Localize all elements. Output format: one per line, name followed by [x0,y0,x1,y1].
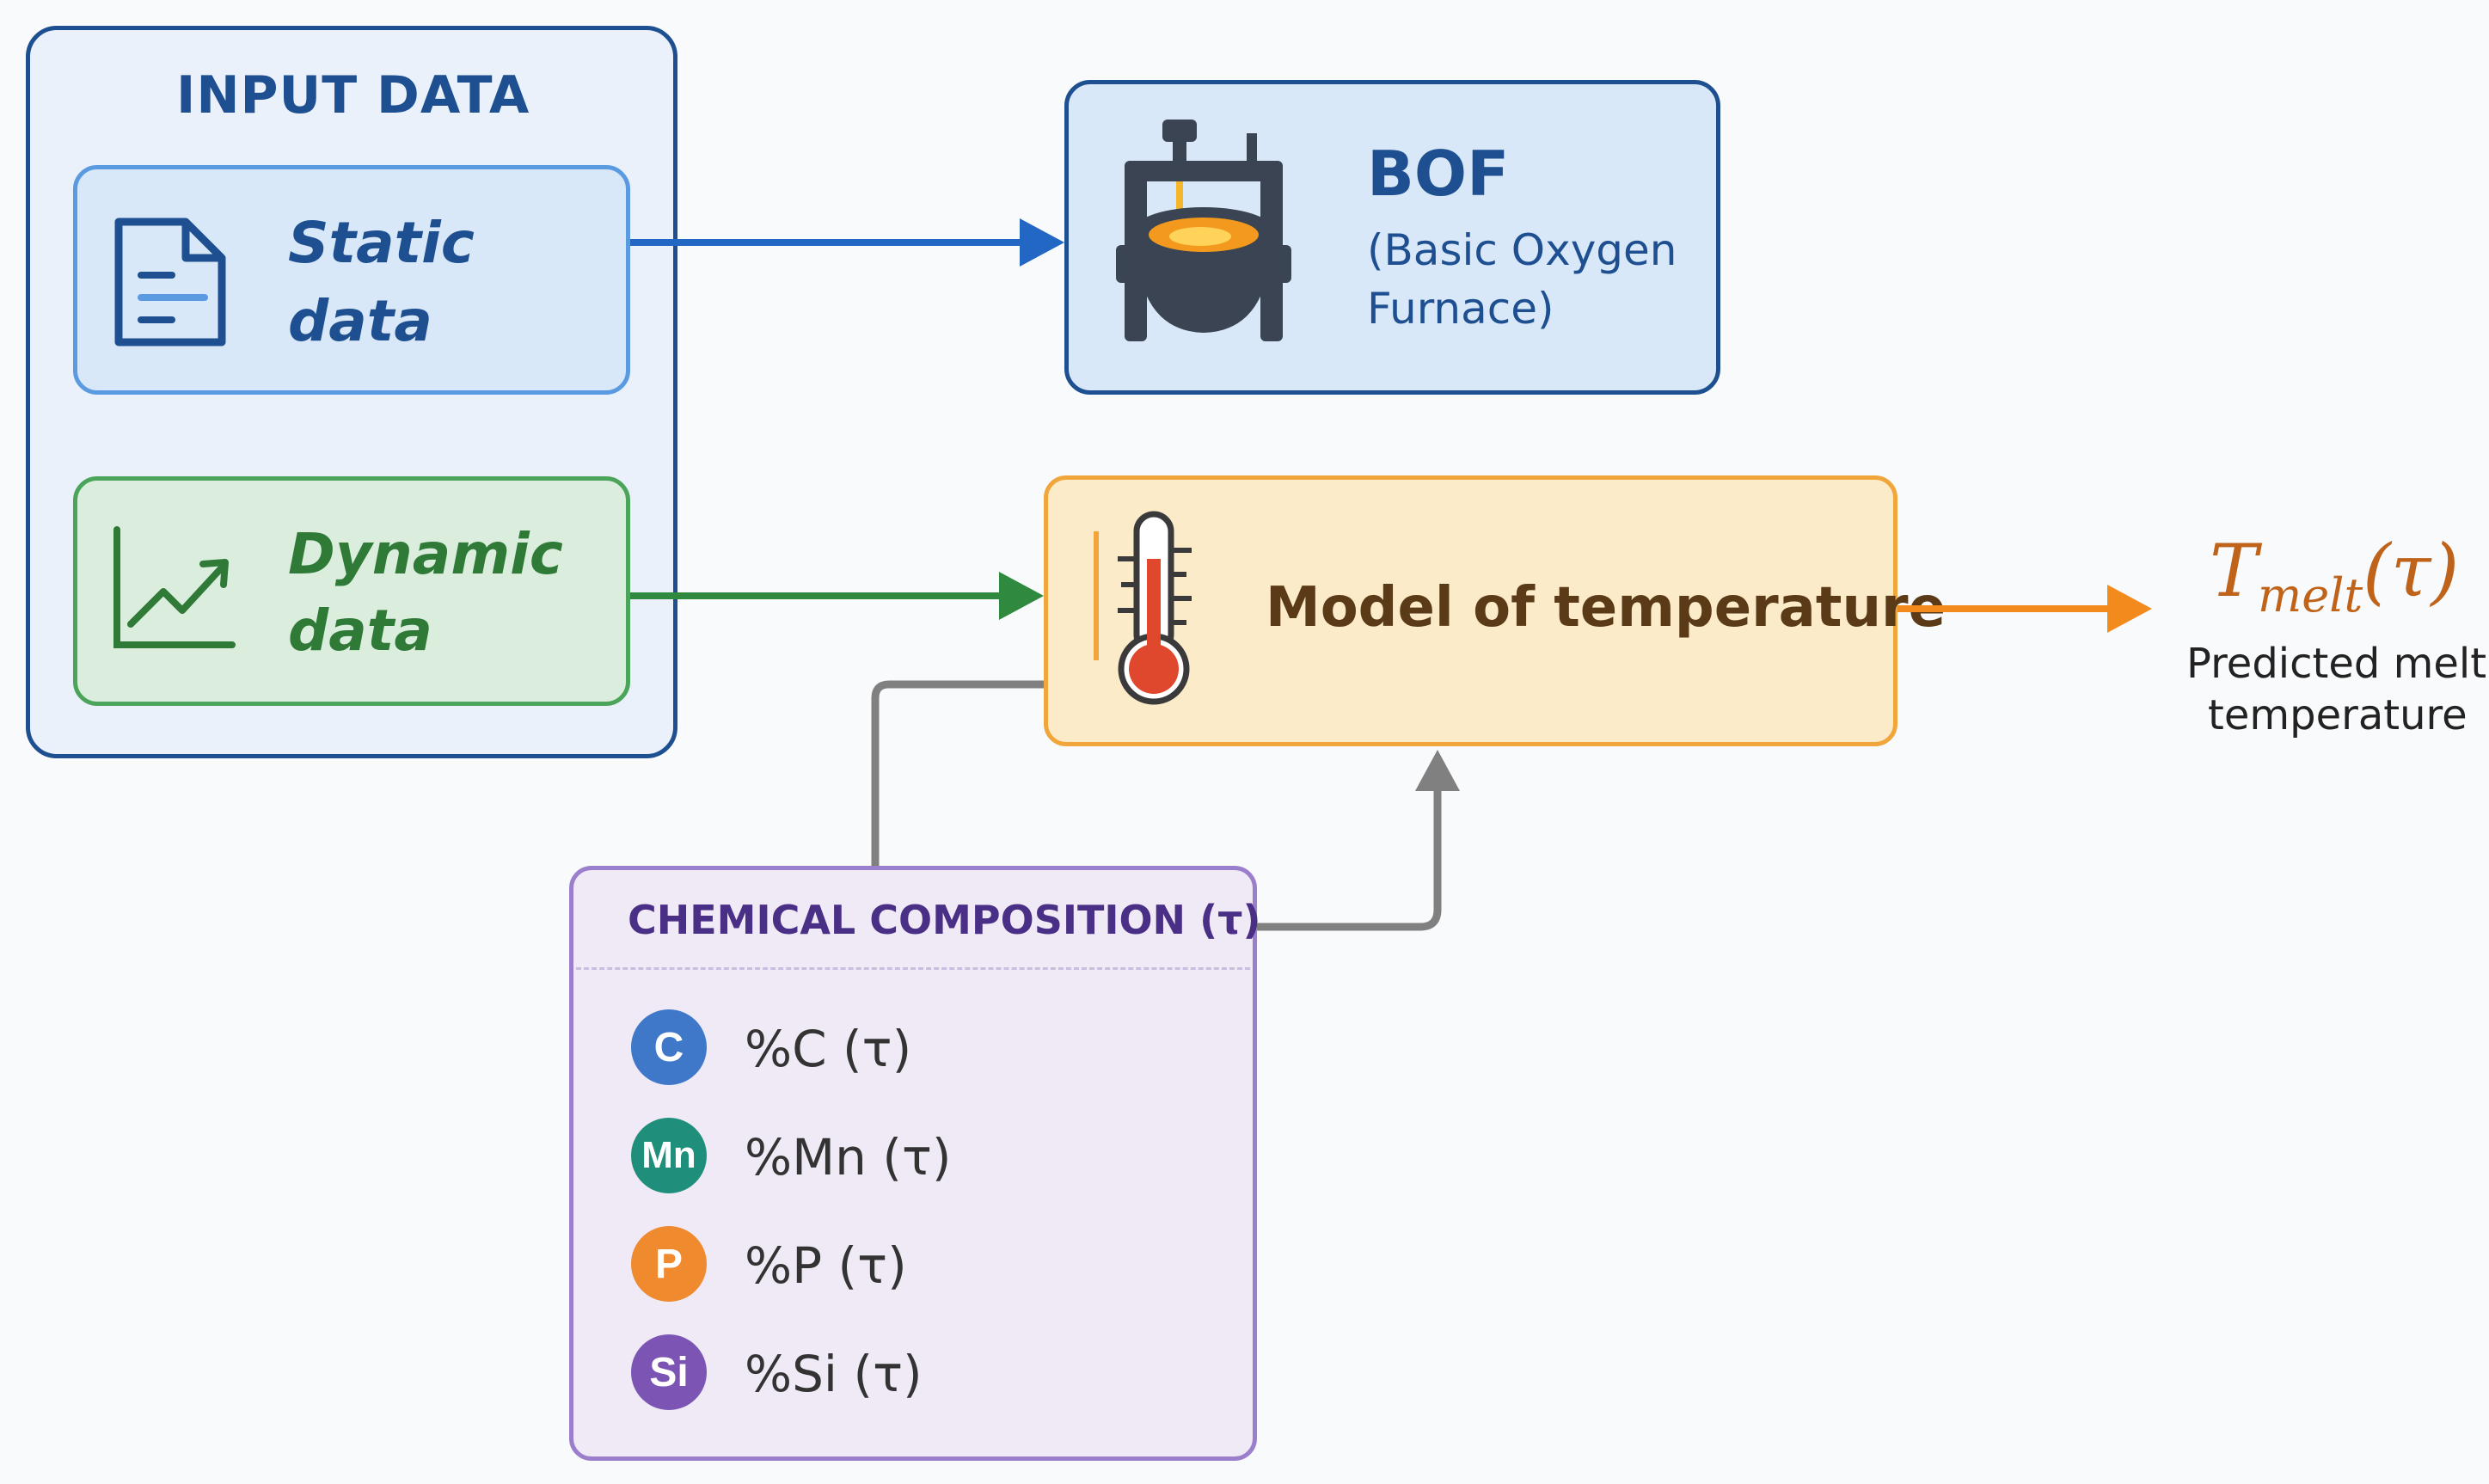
tmelt-subscript: melt [2258,567,2363,622]
static-data-label-line1: Static [288,210,475,276]
thermometer-icon [1085,507,1223,709]
input-data-title: INPUT DATA [176,65,530,126]
temperature-model-label: Model of temperature [1266,576,1946,640]
static-to-bof-arrowhead [1020,218,1064,267]
furnace-icon [1109,116,1298,348]
output-caption-line1: Predicted melt [2186,640,2487,688]
element-label-c: %C (τ) [745,1020,912,1078]
line-chart-icon [110,524,239,653]
tmelt-main: T [2210,529,2259,613]
bof-title: BOF [1367,138,1510,210]
chem-to-model-left-connector [871,680,1044,866]
static-data-label-line2: data [288,288,432,354]
tmelt-argument: (τ) [2363,529,2460,613]
element-badge-p: P [631,1226,707,1302]
dynamic-data-label-line1: Dynamic [288,521,563,587]
element-badge-si: Si [631,1334,707,1410]
model-to-output-arrowhead [2107,585,2152,633]
output-caption-line2: temperature [2208,691,2468,739]
element-label-mn: %Mn (τ) [745,1128,952,1187]
temperature-model-box [1044,475,1897,746]
chemical-composition-title: CHEMICAL COMPOSITION (τ) [628,897,1261,943]
dynamic-to-model-arrowhead [999,572,1044,620]
dynamic-data-label-line2: data [288,598,432,664]
element-badge-mn: Mn [631,1118,707,1193]
element-label-si: %Si (τ) [745,1345,923,1403]
chem-to-model-bottom-connector [1257,788,1442,931]
bof-subtitle-line1: (Basic Oxygen [1367,225,1677,275]
bof-subtitle-line2: Furnace) [1367,284,1554,334]
static-data-box [73,165,630,395]
element-badge-c: C [631,1009,707,1085]
document-icon [110,213,230,351]
chemical-composition-divider [576,967,1250,970]
chem-to-model-arrowhead [1415,750,1460,791]
tmelt-symbol: Tmelt(τ) [2210,529,2459,622]
element-label-p: %P (τ) [745,1236,907,1295]
